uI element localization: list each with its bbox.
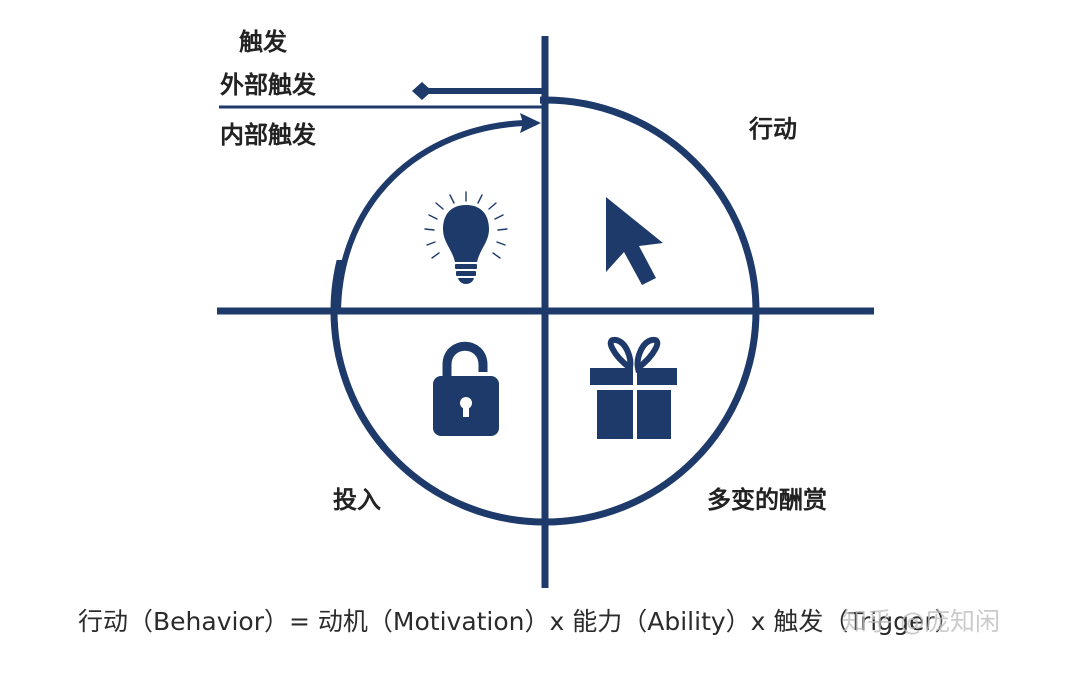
unlocked-padlock-icon	[433, 341, 499, 436]
cursor-arrow-icon	[606, 197, 663, 285]
investment-label: 投入	[333, 485, 381, 514]
action-label: 行动	[749, 114, 797, 143]
lightbulb-icon	[424, 191, 508, 284]
external-trigger-label: 外部触发	[220, 70, 316, 99]
variable-reward-label: 多变的酬赏	[707, 485, 827, 514]
behavior-formula-caption: 行动（Behavior）= 动机（Motivation）x 能力（Ability…	[78, 607, 960, 636]
watermark: 知乎 @庞知闲	[842, 607, 1000, 636]
internal-trigger-arrow	[335, 120, 525, 312]
trigger-label: 触发	[239, 27, 287, 56]
external-trigger-diamond	[412, 82, 432, 100]
hook-model-diagram	[217, 36, 874, 588]
internal-trigger-arrowhead	[520, 113, 541, 133]
internal-trigger-label: 内部触发	[220, 120, 316, 149]
gift-box-icon	[590, 336, 677, 439]
